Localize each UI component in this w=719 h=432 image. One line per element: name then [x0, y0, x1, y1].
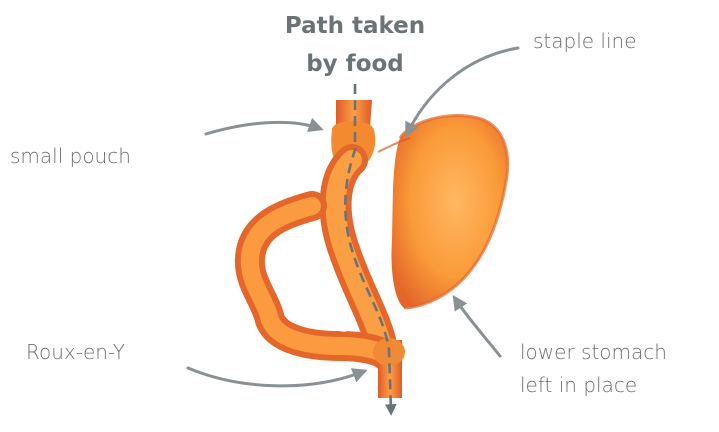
- title-line-1: Path taken: [285, 13, 425, 39]
- label-roux-en-y: Roux-en-Y: [26, 340, 125, 364]
- label-small-pouch: small pouch: [10, 144, 131, 168]
- label-lower-stomach-line-1: lower stomach: [520, 340, 667, 364]
- lower-stomach: [392, 115, 508, 308]
- arrow-roux-en-y: [188, 368, 362, 386]
- label-lower-stomach-line-2: left in place: [520, 373, 637, 397]
- label-staple-line: staple line: [533, 29, 637, 53]
- arrow-small-pouch: [206, 122, 318, 134]
- arrow-lower-stomach: [456, 300, 500, 356]
- title-line-2: by food: [306, 51, 404, 77]
